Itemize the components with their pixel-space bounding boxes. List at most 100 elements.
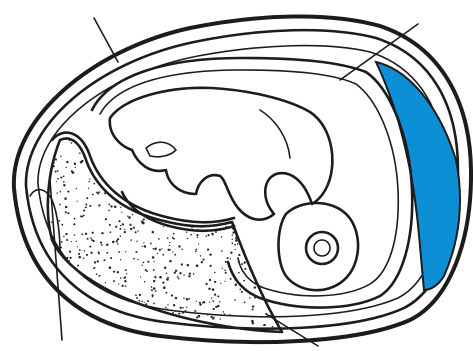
yolk-dot [127,159,129,161]
yolk-dot [108,326,110,328]
yolk-dot [256,133,257,134]
yolk-dot [215,306,217,308]
yolk-dot [276,209,277,210]
yolk-dot [69,250,71,252]
yolk-dot [140,153,142,155]
yolk-dot [110,231,112,233]
yolk-dot [253,199,254,200]
yolk-dot [137,230,138,231]
yolk-dot [204,142,205,143]
yolk-dot [203,213,205,215]
yolk-dot [63,304,66,307]
yolk-dot [142,195,144,197]
yolk-dot [212,318,214,320]
yolk-dot [187,264,190,267]
yolk-dot [260,175,262,177]
yolk-dot [159,144,160,145]
yolk-dot [113,153,115,155]
yolk-dot [268,141,270,143]
yolk-dot [163,286,166,289]
yolk-dot [273,256,275,258]
yolk-dot [144,149,145,150]
yolk-dot [235,240,237,242]
yolk-dot [86,197,88,199]
yolk-dot [94,261,96,263]
yolk-dot [49,153,51,155]
yolk-dot [57,139,59,141]
yolk-dot [195,250,197,252]
yolk-dot [101,244,103,246]
yolk-dot [260,130,262,132]
yolk-dot [185,213,187,215]
yolk-dot [106,293,108,295]
yolk-dot [230,335,232,337]
yolk-dot [135,231,137,233]
yolk-dot [262,142,264,144]
yolk-dot [105,135,107,137]
yolk-dot [250,189,252,191]
yolk-dot [182,312,184,314]
yolk-dot [156,193,158,195]
yolk-dot [172,251,173,252]
yolk-dot [155,290,157,292]
yolk-dot [106,252,108,254]
yolk-dot [222,139,224,141]
yolk-dot [80,161,82,163]
yolk-dot [93,183,95,185]
yolk-dot [234,244,236,246]
yolk-dot [224,313,225,314]
yolk-dot [252,309,254,311]
yolk-dot [174,272,176,274]
yolk-dot [236,332,239,335]
yolk-dot [193,273,195,275]
yolk-dot [250,201,252,203]
yolk-dot [259,329,261,331]
yolk-dot [46,330,48,332]
yolk-dot [141,265,142,266]
yolk-dot [105,302,106,303]
yolk-dot [250,139,252,141]
yolk-dot [282,177,283,178]
yolk-dot [76,188,77,189]
yolk-dot [249,223,252,226]
yolk-dot [100,300,102,302]
yolk-dot [238,272,240,274]
yolk-dot [233,231,235,233]
yolk-dot [79,249,81,251]
yolk-dot [112,241,115,244]
yolk-dot [238,261,240,263]
yolk-dot [106,243,109,246]
yolk-dot [284,240,286,242]
yolk-dot [111,329,113,331]
yolk-dot [248,194,249,195]
yolk-dot [139,155,141,157]
yolk-dot [125,285,127,287]
yolk-dot [155,153,157,155]
yolk-dot [139,294,141,296]
yolk-dot [101,232,103,234]
yolk-dot [244,301,246,303]
yolk-dot [142,246,143,247]
yolk-dot [40,138,42,140]
yolk-dot [258,265,260,267]
yolk-dot [75,320,77,322]
yolk-dot [230,278,232,280]
yolk-dot [116,316,118,318]
yolk-dot [162,134,163,135]
yolk-dot [224,269,226,271]
yolk-dot [254,286,256,288]
yolk-dot [285,302,287,304]
yolk-dot [171,294,173,296]
yolk-dot [144,245,147,248]
yolk-dot [235,238,237,240]
yolk-dot [224,207,226,209]
yolk-dot [169,242,170,243]
yolk-dot [264,174,266,176]
yolk-dot [162,282,164,284]
yolk-dot [42,285,44,287]
yolk-dot [210,179,212,181]
yolk-dot [263,166,265,168]
yolk-dot [197,204,199,206]
yolk-dot [119,186,121,188]
